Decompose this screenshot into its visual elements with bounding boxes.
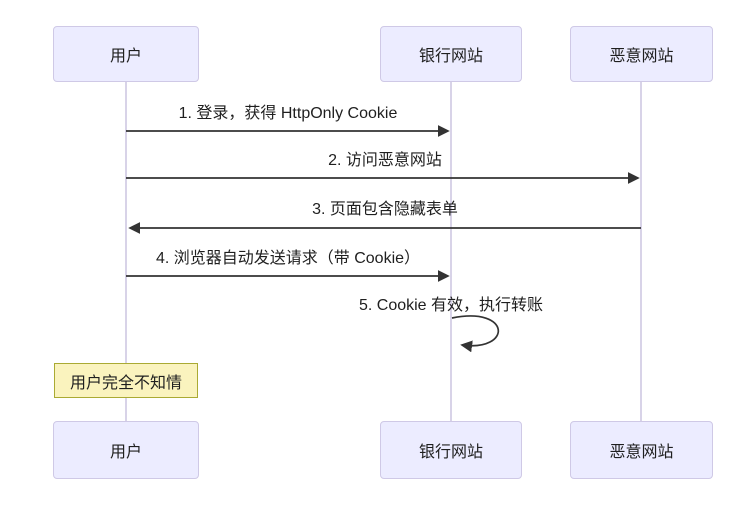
message-5-label: 5. Cookie 有效，执行转账 xyxy=(358,297,544,314)
lifeline-evil xyxy=(640,81,642,421)
actor-evil-bottom: 恶意网站 xyxy=(570,421,713,479)
actor-user-bottom: 用户 xyxy=(53,421,199,479)
actor-bank-bottom: 银行网站 xyxy=(380,421,522,479)
note-label: 用户完全不知情 xyxy=(69,374,182,392)
note-box: 用户完全不知情 xyxy=(54,363,198,398)
message-1-label: 1. 登录，获得 HttpOnly Cookie xyxy=(178,105,398,122)
message-5-self-loop-arrow xyxy=(451,315,500,353)
message-4-label: 4. 浏览器自动发送请求（带 Cookie） xyxy=(155,250,421,267)
actor-user-top: 用户 xyxy=(53,26,199,82)
message-3-label: 3. 页面包含隐藏表单 xyxy=(312,201,458,218)
actor-evil-top: 恶意网站 xyxy=(570,26,713,82)
actor-user-label: 用户 xyxy=(109,48,142,65)
actor-bank-top: 银行网站 xyxy=(380,26,522,82)
actor-evil-label: 恶意网站 xyxy=(609,444,674,461)
actor-bank-label: 银行网站 xyxy=(418,48,483,65)
actor-bank-label: 银行网站 xyxy=(418,444,483,461)
message-2-label: 2. 访问恶意网站 xyxy=(328,152,442,169)
actor-user-label: 用户 xyxy=(109,444,142,461)
actor-evil-label: 恶意网站 xyxy=(609,48,674,65)
lifeline-bank xyxy=(450,81,452,421)
lifeline-user xyxy=(125,81,127,421)
